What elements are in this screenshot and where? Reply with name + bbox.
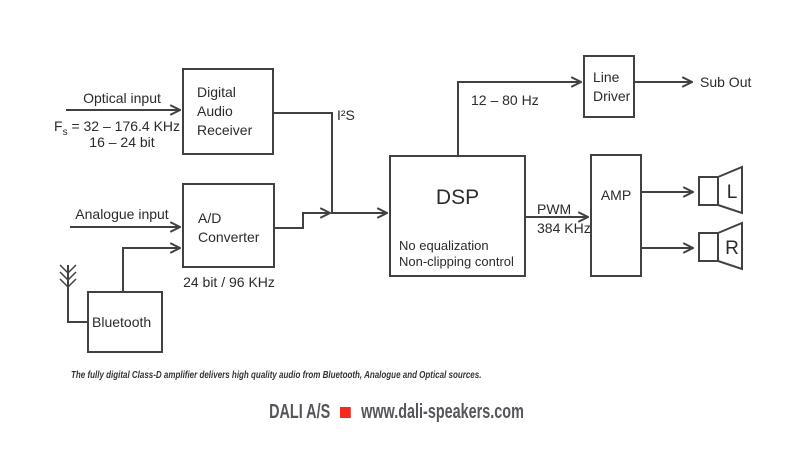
speaker-right-icon bbox=[698, 221, 743, 271]
label-analogue-input: Analogue input bbox=[75, 206, 169, 222]
block-label: Receiver bbox=[197, 122, 253, 138]
label-adc-rate: 24 bit / 96 KHz bbox=[183, 274, 275, 290]
label-sub-band: 12 – 80 Hz bbox=[471, 92, 539, 108]
block-ad-converter: A/D Converter bbox=[182, 183, 275, 268]
fs-symbol: F bbox=[54, 118, 63, 134]
label-optical-input: Optical input bbox=[83, 90, 161, 106]
label-i2s: I²S bbox=[337, 107, 355, 123]
wire-dsp-to-line-driver bbox=[457, 82, 581, 155]
block-label: Digital bbox=[197, 84, 236, 100]
antenna-chevrons bbox=[59, 264, 77, 289]
block-label: A/D bbox=[198, 210, 222, 226]
label-bit-depth: 16 – 24 bit bbox=[89, 134, 155, 150]
fs-value: = 32 – 176.4 KHz bbox=[71, 118, 181, 134]
block-label: Driver bbox=[593, 87, 631, 104]
antenna-icon bbox=[59, 264, 87, 323]
block-label: Converter bbox=[198, 229, 260, 245]
speaker-left-icon bbox=[698, 165, 743, 215]
block-dsp: DSP No equalization Non-clipping control bbox=[389, 155, 526, 277]
label-pwm-rate: 384 KHz bbox=[537, 220, 591, 236]
speaker-left-driver bbox=[698, 176, 719, 206]
dsp-note: No equalization bbox=[399, 238, 489, 253]
block-digital-audio-receiver: Digital Audio Receiver bbox=[182, 68, 274, 155]
block-label: Line bbox=[593, 68, 620, 85]
red-square-icon bbox=[340, 406, 352, 418]
dsp-title: DSP bbox=[435, 186, 480, 209]
wire-bluetooth-to-adc bbox=[122, 248, 180, 291]
block-line-driver: Line Driver bbox=[583, 55, 635, 118]
fs-subscript: s bbox=[62, 126, 68, 138]
block-amp: AMP bbox=[590, 154, 642, 277]
speaker-right-driver bbox=[698, 232, 719, 262]
wire-i2s-to-dsp bbox=[274, 112, 387, 213]
footer-brand: DALI A/S bbox=[269, 401, 331, 423]
dsp-notes: No equalization Non-clipping control bbox=[399, 238, 514, 270]
label-sub-out: Sub Out bbox=[700, 74, 752, 90]
wire-adc-output bbox=[275, 213, 330, 229]
label-pwm: PWM bbox=[537, 201, 572, 217]
block-label: AMP bbox=[600, 187, 632, 203]
block-label: Audio bbox=[197, 103, 233, 119]
speaker-right-letter: R bbox=[725, 238, 739, 259]
footer-url[interactable]: www.dali-speakers.com bbox=[361, 401, 524, 423]
caption-text: The fully digital Class-D amplifier deli… bbox=[71, 370, 482, 381]
speaker-left-letter: L bbox=[726, 182, 738, 203]
label-sample-rate: Fs = 32 – 176.4 KHz bbox=[54, 118, 181, 140]
footer: DALI A/S www.dali-speakers.com bbox=[111, 402, 682, 422]
block-bluetooth: Bluetooth bbox=[87, 291, 163, 353]
dsp-note: Non-clipping control bbox=[399, 254, 514, 269]
block-label: Bluetooth bbox=[92, 313, 152, 330]
antenna-mast bbox=[67, 265, 87, 323]
